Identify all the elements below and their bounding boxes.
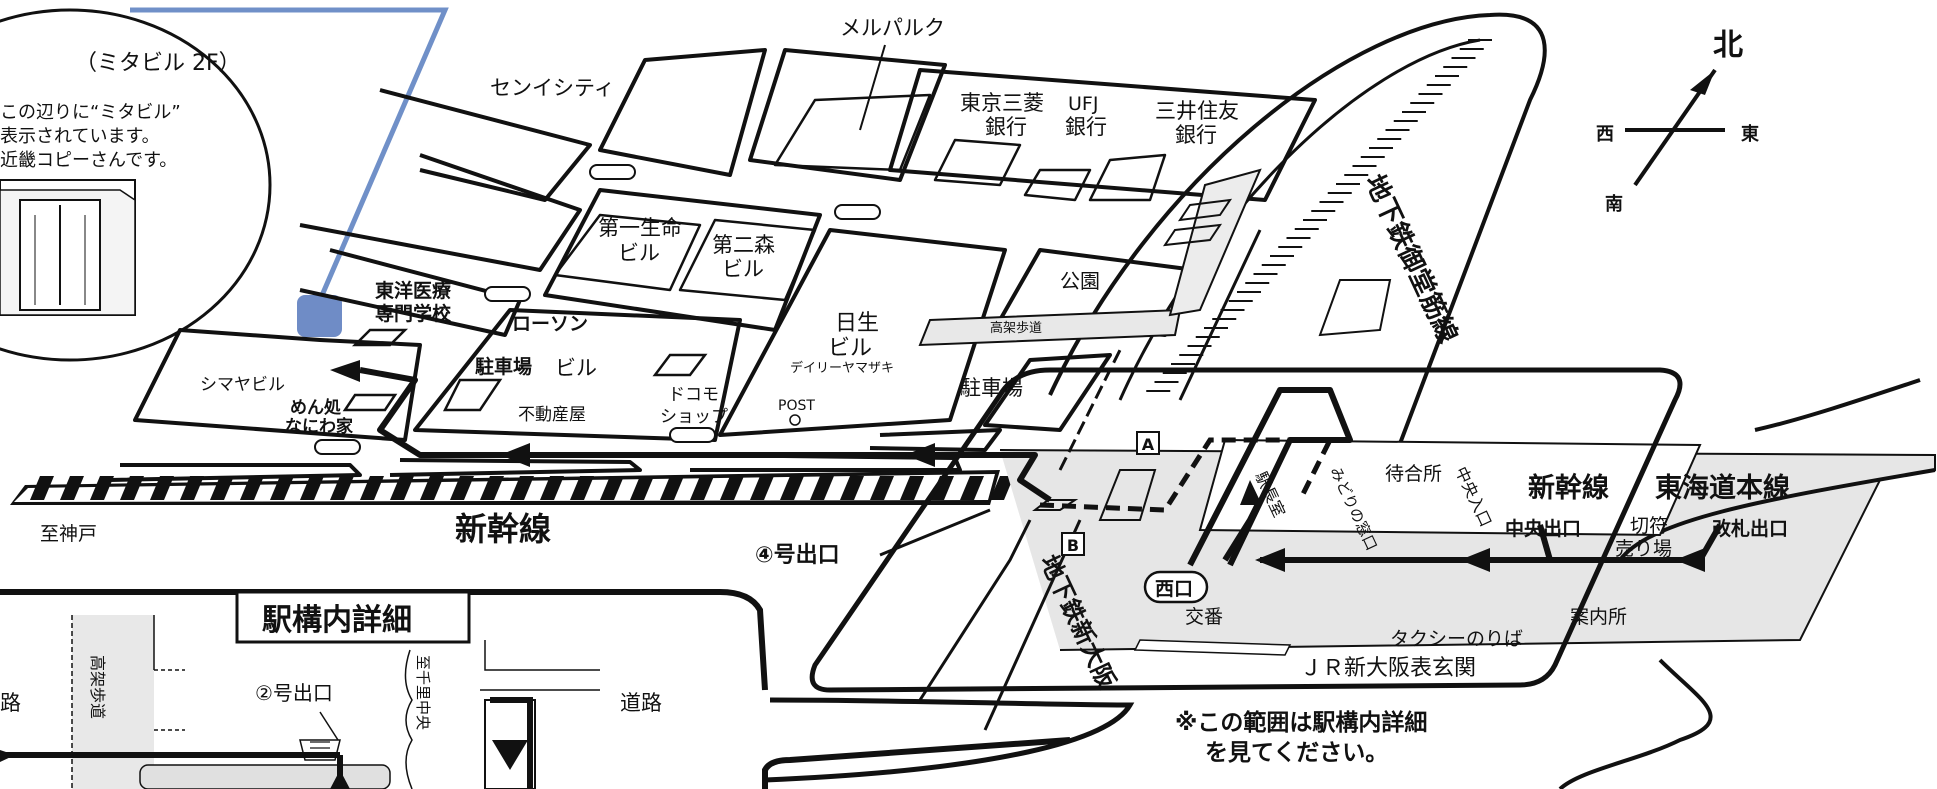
dashed-route bbox=[1039, 437, 1335, 513]
inset-note-3: 近畿コピーさんです。 bbox=[0, 150, 177, 171]
label-ticket-2: 売り場 bbox=[1615, 538, 1672, 560]
label-to-kobe: 至神戸 bbox=[40, 523, 97, 545]
station-range-frame bbox=[809, 367, 1683, 693]
compass-north: 北 bbox=[1713, 28, 1743, 63]
label-nissei-1: 日生 bbox=[835, 311, 879, 336]
label-tokyo-mitsubishi-1: 東京三菱 bbox=[960, 91, 1044, 115]
label-waiting: 待合所 bbox=[1385, 463, 1442, 485]
inset-title: （ミタビル 2F） bbox=[75, 51, 241, 76]
label-fudosan: 不動産屋 bbox=[518, 405, 586, 425]
label-toyo-2: 専門学校 bbox=[375, 302, 452, 325]
label-koban: 交番 bbox=[1185, 606, 1223, 628]
label-jr-entrance: ＪＲ新大阪表玄関 bbox=[1300, 656, 1476, 681]
label-toyo-1: 東洋医療 bbox=[375, 279, 452, 302]
location-marker bbox=[130, 7, 449, 337]
label-bldg: ビル bbox=[555, 356, 597, 380]
label-exit2: ②号出口 bbox=[255, 681, 333, 705]
map-labels: メルパルク センイシティ 東京三菱 銀行 UFJ 銀行 三井住友 銀行 第一生命… bbox=[0, 16, 1790, 766]
inset-panel: （ミタビル 2F） この辺りに“ミタビル” 表示されています。 近畿コピーさんで… bbox=[0, 8, 272, 362]
label-mitsui-2: 銀行 bbox=[1175, 123, 1217, 147]
subway-exit-boxes: A B bbox=[1061, 431, 1160, 556]
label-mitsui-1: 三井住友 bbox=[1155, 99, 1239, 123]
label-shimaya: シマヤビル bbox=[200, 375, 285, 395]
label-walkway-vertical: 高架歩道 bbox=[88, 655, 107, 719]
route-arrowheads bbox=[330, 360, 1705, 572]
compass-south: 南 bbox=[1605, 193, 1623, 215]
label-daiichi-1: 第一生命 bbox=[598, 216, 682, 240]
inset-note-1: この辺りに“ミタビル” bbox=[0, 102, 181, 123]
traffic-signals bbox=[314, 164, 881, 455]
box-b-label: B bbox=[1067, 536, 1079, 555]
label-range-note-2: を見てください。 bbox=[1205, 740, 1388, 766]
label-daiichi-2: ビル bbox=[618, 241, 660, 265]
label-daini-1: 第二森 bbox=[712, 233, 775, 257]
label-tokyo-mitsubishi-2: 銀行 bbox=[985, 115, 1027, 139]
label-exit4: ④号出口 bbox=[755, 543, 840, 568]
label-tokaido-line: 東海道本線 bbox=[1655, 472, 1790, 504]
label-road-left: 路 bbox=[0, 691, 21, 715]
label-to-senri: 至千里中央 bbox=[414, 655, 432, 730]
label-ufj-2: 銀行 bbox=[1065, 115, 1107, 139]
compass-east: 東 bbox=[1741, 123, 1759, 145]
shinkansen-track bbox=[10, 470, 1014, 505]
stairs bbox=[1032, 198, 1392, 521]
label-park: 公園 bbox=[1060, 269, 1100, 293]
label-daily: デイリーヤマザキ bbox=[790, 360, 894, 376]
label-melparque: メルパルク bbox=[840, 16, 945, 40]
label-nissei-2: ビル bbox=[828, 336, 872, 361]
label-menya-1: めん処 bbox=[290, 398, 341, 418]
label-docomo-2: ショップ bbox=[660, 407, 728, 427]
label-range-note-1: ※この範囲は駅構内詳細 bbox=[1175, 709, 1427, 736]
label-senni-city: センイシティ bbox=[490, 76, 615, 100]
subway-midosuji bbox=[1048, 12, 1547, 471]
label-daini-2: ビル bbox=[722, 257, 764, 281]
elevated-walkway bbox=[918, 168, 1262, 347]
label-menya-2: なにわ家 bbox=[285, 416, 353, 437]
box-a-label: A bbox=[1142, 435, 1155, 454]
label-kaisatsu: 改札出口 bbox=[1712, 517, 1788, 540]
label-road: 道路 bbox=[620, 691, 662, 715]
inset-note-2: 表示されています。 bbox=[0, 126, 160, 147]
label-info: 案内所 bbox=[1570, 606, 1627, 628]
label-shinkansen: 新幹線 bbox=[455, 510, 551, 548]
label-detail-title: 駅構内詳細 bbox=[262, 603, 412, 638]
label-taxi: タクシーのりば bbox=[1390, 628, 1523, 650]
station-area bbox=[999, 378, 1936, 789]
label-walkway: 高架歩道 bbox=[990, 320, 1042, 336]
compass-west: 西 bbox=[1596, 124, 1614, 145]
building-icons bbox=[342, 328, 708, 412]
label-ufj-1: UFJ bbox=[1068, 93, 1098, 115]
label-shinkansen-line: 新幹線 bbox=[1528, 472, 1609, 504]
route-in-station bbox=[1187, 387, 1353, 567]
label-docomo-1: ドコモ bbox=[668, 385, 719, 405]
label-lawson: ローソン bbox=[512, 313, 588, 335]
label-subway-midosuji: 地下鉄御堂筋線 bbox=[1359, 170, 1464, 348]
label-post: POST bbox=[778, 398, 815, 414]
label-central-exit: 中央出口 bbox=[1505, 517, 1581, 540]
detail-frame bbox=[0, 589, 1135, 789]
label-west-exit: 西口 bbox=[1155, 578, 1193, 600]
label-ticket-1: 切符 bbox=[1630, 515, 1668, 537]
compass: 北 東 西 南 bbox=[1596, 28, 1759, 215]
label-parking-1: 駐車場 bbox=[475, 355, 532, 378]
label-parking-2: 駐車場 bbox=[960, 376, 1023, 400]
